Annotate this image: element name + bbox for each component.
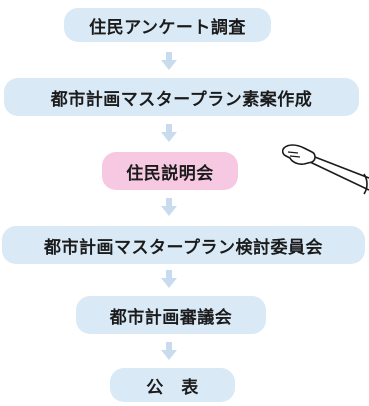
step-resident-briefing: 住民説明会: [102, 152, 238, 190]
down-arrow-icon: [161, 270, 177, 288]
step-label: 都市計画マスタープラン素案作成: [50, 89, 313, 110]
step-draft-creation: 都市計画マスタープラン素案作成: [4, 78, 359, 116]
step-label: 住民説明会: [126, 163, 214, 184]
down-arrow-icon: [161, 198, 177, 216]
step-label: 都市計画審議会: [109, 307, 233, 328]
step-resident-survey: 住民アンケート調査: [64, 8, 271, 42]
down-arrow-icon: [161, 52, 177, 70]
step-publication: 公 表: [110, 368, 235, 402]
down-arrow-icon: [161, 124, 177, 142]
down-arrow-icon: [161, 342, 177, 360]
step-review-committee: 都市計画マスタープラン検討委員会: [2, 226, 365, 264]
step-label: 住民アンケート調査: [89, 17, 246, 38]
step-planning-council: 都市計画審議会: [76, 296, 266, 334]
pointing-hand-icon: [282, 144, 369, 195]
step-label: 公 表: [146, 377, 199, 398]
step-label: 都市計画マスタープラン検討委員会: [44, 237, 323, 258]
